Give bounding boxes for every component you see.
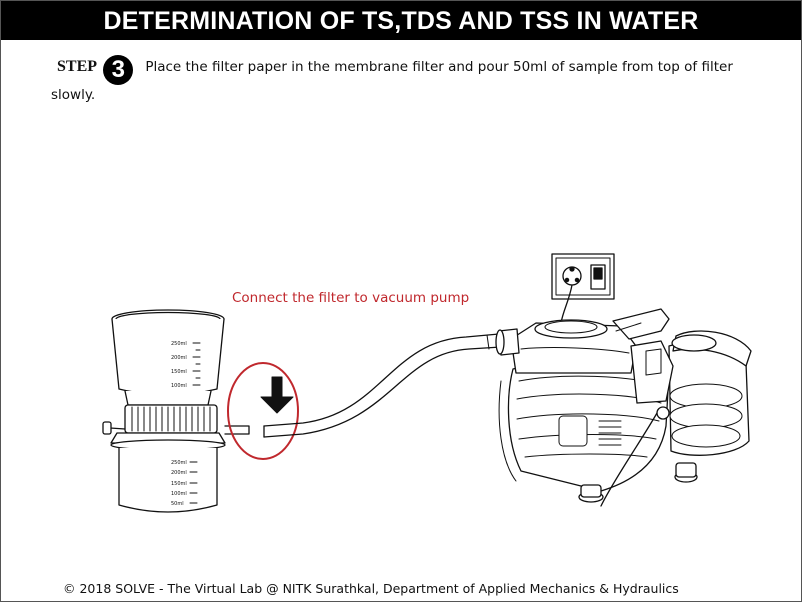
vacuum-hose[interactable] xyxy=(263,333,502,438)
page-title: DETERMINATION OF TS,TDS AND TSS IN WATER xyxy=(1,1,801,40)
step-text: Place the filter paper in the membrane f… xyxy=(51,59,733,103)
connect-pump-annotation: Connect the filter to vacuum pump xyxy=(232,290,470,306)
membrane-filter[interactable]: 250ml 200ml 150ml 100ml xyxy=(102,309,250,513)
funnel-scale-label: 200ml xyxy=(171,355,187,361)
funnel-scale-label: 100ml xyxy=(171,383,187,389)
copyright-footer: © 2018 SOLVE - The Virtual Lab @ NITK Su… xyxy=(63,581,679,596)
down-arrow-icon xyxy=(260,376,294,414)
flask-scale-label: 50ml xyxy=(171,501,184,507)
funnel-scale-label: 250ml xyxy=(171,341,187,347)
vacuum-pump[interactable] xyxy=(495,308,752,507)
flask-scale-label: 150ml xyxy=(171,481,187,487)
funnel-scale-label: 150ml xyxy=(171,369,187,375)
step-number-badge: 3 xyxy=(103,55,134,85)
highlight-circle xyxy=(227,362,299,460)
flask-scale-label: 200ml xyxy=(171,470,187,476)
flask-scale-label: 250ml xyxy=(171,460,187,466)
wall-socket xyxy=(551,253,615,324)
step-label: STEP xyxy=(57,58,98,75)
flask-scale-label: 100ml xyxy=(171,491,187,497)
